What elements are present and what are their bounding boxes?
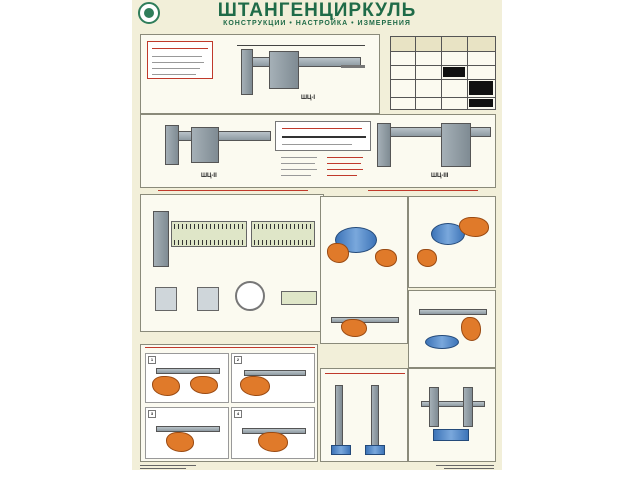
panel-steps: 1 2 3 4 bbox=[140, 344, 318, 462]
vernier-scale-1 bbox=[171, 221, 247, 247]
caliper-icon bbox=[371, 385, 379, 447]
hand-icon bbox=[166, 432, 194, 452]
step-number: 1 bbox=[148, 356, 156, 364]
step-2: 2 bbox=[231, 353, 315, 403]
poster-subtitle: КОНСТРУКЦИИ • НАСТРОЙКА • ИЗМЕРЕНИЯ bbox=[223, 20, 411, 27]
hand-icon bbox=[375, 249, 397, 267]
poster: ШТАНГЕНЦИРКУЛЬ КОНСТРУКЦИИ • НАСТРОЙКА •… bbox=[132, 0, 502, 470]
step-number: 2 bbox=[234, 356, 242, 364]
dial-icon bbox=[235, 281, 265, 311]
hand-icon bbox=[327, 243, 349, 263]
caliper-icon bbox=[335, 385, 343, 447]
hand-icon bbox=[240, 376, 270, 396]
caliper-jaw bbox=[463, 387, 473, 427]
label-shc1: ШЦ-I bbox=[301, 95, 316, 101]
hand-icon bbox=[190, 376, 218, 394]
spec-table bbox=[390, 36, 496, 110]
caliper-jaw-moving bbox=[441, 123, 471, 167]
caliper-icon bbox=[153, 211, 169, 267]
caliper-jaw-moving bbox=[269, 51, 299, 89]
hand-icon bbox=[258, 432, 288, 452]
hand-icon bbox=[152, 376, 180, 396]
footer-right bbox=[432, 464, 496, 470]
detail-box bbox=[197, 287, 219, 311]
hand-icon bbox=[461, 317, 481, 341]
vernier-scale-3 bbox=[281, 291, 317, 305]
caliper-icon bbox=[156, 426, 220, 432]
panel-measure-shc2 bbox=[408, 196, 496, 288]
step-4: 4 bbox=[231, 407, 315, 459]
step-number: 4 bbox=[234, 410, 242, 418]
caliper-jaw bbox=[429, 387, 439, 427]
hand-icon bbox=[341, 319, 367, 337]
caliper-jaw-moving bbox=[191, 127, 219, 163]
caliper-jaw-fixed bbox=[377, 123, 391, 167]
panel-vernier-reading bbox=[140, 194, 324, 332]
footer-left bbox=[140, 464, 200, 470]
caliper-icon bbox=[419, 309, 487, 315]
step-1: 1 bbox=[145, 353, 229, 403]
designation-callout bbox=[275, 121, 371, 151]
panel-measure-shc1 bbox=[320, 196, 408, 344]
step-number: 3 bbox=[148, 410, 156, 418]
label-shc2: ШЦ-II bbox=[201, 173, 217, 179]
poster-title: ШТАНГЕНЦИРКУЛЬ bbox=[217, 0, 417, 21]
caliper-icon bbox=[421, 401, 485, 407]
label-shc3: ШЦ-III bbox=[431, 173, 449, 179]
blue-part bbox=[331, 445, 351, 455]
blue-part bbox=[425, 335, 459, 349]
caliper-jaw-fixed bbox=[165, 125, 179, 165]
step-3: 3 bbox=[145, 407, 229, 459]
detail-box bbox=[155, 287, 177, 311]
panel-shc2-shc3: ШЦ-II ШЦ-III bbox=[140, 114, 496, 188]
emblem-icon bbox=[138, 2, 160, 24]
panel-depth-measure bbox=[320, 368, 408, 462]
caliper-icon bbox=[244, 370, 306, 376]
hand-icon bbox=[417, 249, 437, 267]
hand-icon bbox=[459, 217, 489, 237]
legend-box bbox=[147, 41, 213, 79]
panel-shc1: ШЦ-I bbox=[140, 34, 380, 114]
vernier-scale-2 bbox=[251, 221, 315, 247]
depth-rod bbox=[341, 65, 365, 68]
blue-part bbox=[365, 445, 385, 455]
caliper-jaw-fixed bbox=[241, 49, 253, 95]
blue-part bbox=[433, 429, 469, 441]
caliper-icon bbox=[156, 368, 220, 374]
panel-depth-shc2 bbox=[408, 290, 496, 368]
caliper-icon bbox=[381, 127, 491, 137]
panel-measure-shc3 bbox=[408, 368, 496, 462]
caliper-icon bbox=[171, 131, 271, 141]
